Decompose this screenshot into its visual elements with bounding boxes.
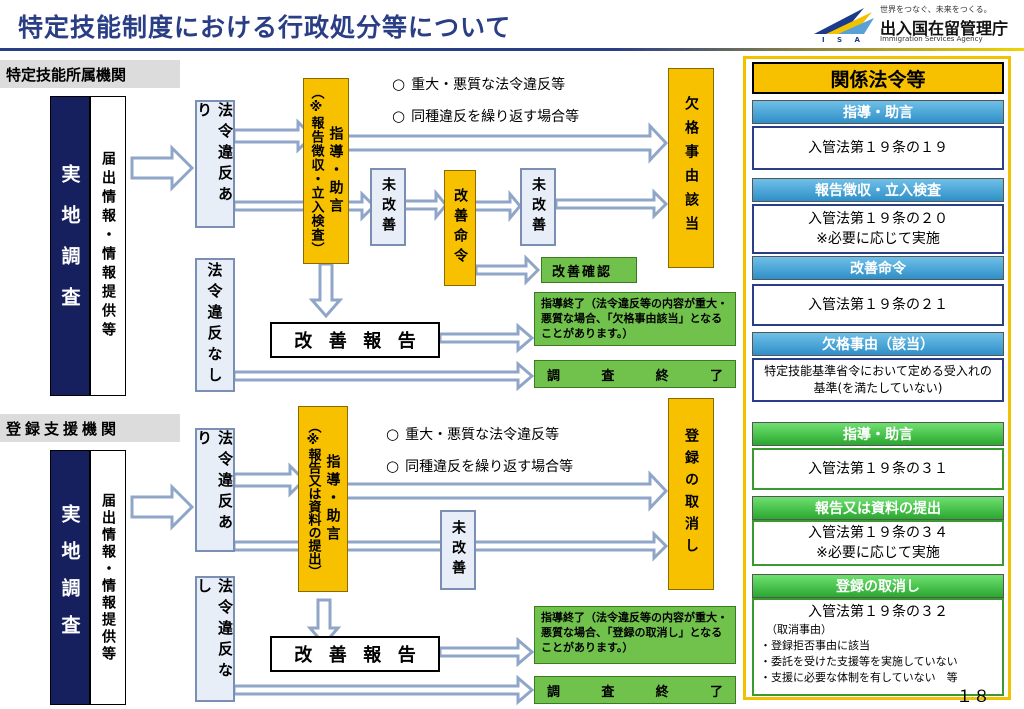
- circle-bullet-icon: ○: [386, 425, 400, 443]
- section1-improvement-order: 改善命令: [444, 170, 476, 286]
- agency-logo: I S A 世界をつなぐ、未来をつくる。 出入国在留管理庁 Immigratio…: [812, 4, 1024, 46]
- section2-not-improved: 未改善: [440, 510, 476, 590]
- section2-cond2: ○同種違反を繰り返す場合等: [386, 457, 574, 475]
- circle-bullet-icon: ○: [392, 107, 406, 125]
- law-cat-revoke: 登録の取消し: [752, 574, 1004, 598]
- law-text-disqualify: 特定技能基準省令において定める受入れの基準(を満たしていない): [752, 358, 1004, 402]
- section2-survey: 実地調査: [50, 450, 90, 705]
- section2-guidance-note: （※報告又は資料の提出）: [305, 420, 321, 578]
- section2-revoke: 登録の取消し: [668, 398, 714, 590]
- law-text-revoke: 入管法第１９条の３２ （取消事由） ・登録拒否事由に該当 ・委託を受けた支援等を…: [752, 598, 1004, 696]
- page-title: 特定技能制度における行政処分等について: [18, 13, 512, 42]
- circle-bullet-icon: ○: [392, 75, 406, 93]
- law-cat-guidance-2: 指導・助言: [752, 422, 1004, 446]
- law-cat-guidance-1: 指導・助言: [752, 100, 1004, 124]
- logo-mark-text: I S A: [822, 36, 865, 44]
- section2-end-note: 指導終了（法令違反等の内容が重大・悪質な場合、「登録の取消し」となることがありま…: [534, 606, 736, 664]
- page-number: １８: [956, 687, 990, 707]
- section1-cond2: ○同種違反を繰り返す場合等: [392, 107, 580, 125]
- law-cat-disqualify: 欠格事由（該当）: [752, 332, 1004, 356]
- section2-guidance: 指導・助言: [324, 454, 341, 544]
- section1-report: 改善報告: [270, 322, 440, 358]
- section1-survey-end: 調査終了: [534, 360, 736, 388]
- section1-disqualify: 欠格事由該当: [668, 68, 714, 268]
- title-underline: [0, 48, 1024, 51]
- section2-cond1: ○重大・悪質な法令違反等: [386, 425, 560, 443]
- section2-source: 届出情報・情報提供等: [90, 450, 126, 705]
- logo-tagline: 世界をつなぐ、未来をつくる。: [880, 5, 992, 14]
- revoke-reason-3: ・支援に必要な体制を有していない 等: [760, 671, 958, 684]
- section2-violation-no: 法令違反なし: [195, 576, 235, 702]
- section2-report: 改善報告: [270, 636, 440, 672]
- law-text-improvement-order: 入管法第１９条の２１: [752, 284, 1004, 326]
- section1-confirm: 改善確認: [541, 257, 637, 283]
- section1-guidance: 指導・助言: [327, 126, 344, 216]
- logo-english: Immigration Services Agency: [880, 35, 983, 43]
- section1-not-improved-2: 未改善: [520, 168, 556, 246]
- section1-guidance-box: 指導・助言 （※報告徴収・立入検査）: [303, 78, 349, 264]
- revoke-reason-2: ・委託を受けた支援等を実施していない: [760, 655, 958, 668]
- logo-name: 出入国在留管理庁: [880, 19, 1009, 38]
- panel-title: 関係法令等: [752, 62, 1004, 94]
- section1-violation-yes: 法令違反あり: [195, 100, 235, 228]
- flow-arrows: [130, 118, 669, 706]
- section2-label: 登録支援機関: [0, 414, 180, 442]
- law-text-guidance-2: 入管法第１９条の３１: [752, 448, 1004, 490]
- section1-survey: 実地調査: [50, 96, 90, 396]
- section2-violation-yes: 法令違反あり: [195, 428, 235, 552]
- law-cat-report-inspection: 報告徴収・立入検査: [752, 178, 1004, 202]
- circle-bullet-icon: ○: [386, 457, 400, 475]
- section2-guidance-box: 指導・助言 （※報告又は資料の提出）: [298, 406, 348, 592]
- section1-end-note: 指導終了（法令違反等の内容が重大・悪質な場合、「欠格事由該当」となることがありま…: [534, 292, 736, 346]
- law-text-report-inspection: 入管法第１９条の２０ ※必要に応じて実施: [752, 204, 1004, 254]
- section1-cond1: ○重大・悪質な法令違反等: [392, 75, 566, 93]
- section1-label: 特定技能所属機関: [0, 60, 180, 88]
- law-cat-report-materials: 報告又は資料の提出: [752, 496, 1004, 520]
- section1-violation-no: 法令違反なし: [195, 258, 235, 392]
- section1-source: 届出情報・情報提供等: [90, 96, 126, 396]
- section2-survey-end: 調査終了: [534, 676, 736, 704]
- law-text-report-materials: 入管法第１９条の３４ ※必要に応じて実施: [752, 520, 1004, 566]
- section1-not-improved-1: 未改善: [370, 168, 406, 246]
- law-cat-improvement-order: 改善命令: [752, 256, 1004, 280]
- isa-logo-icon: [814, 8, 874, 34]
- revoke-reason-1: ・登録拒否事由に該当: [760, 639, 870, 652]
- section1-guidance-note: （※報告徴収・立入検査）: [308, 86, 324, 256]
- law-text-guidance-1: 入管法第１９条の１９: [752, 126, 1004, 170]
